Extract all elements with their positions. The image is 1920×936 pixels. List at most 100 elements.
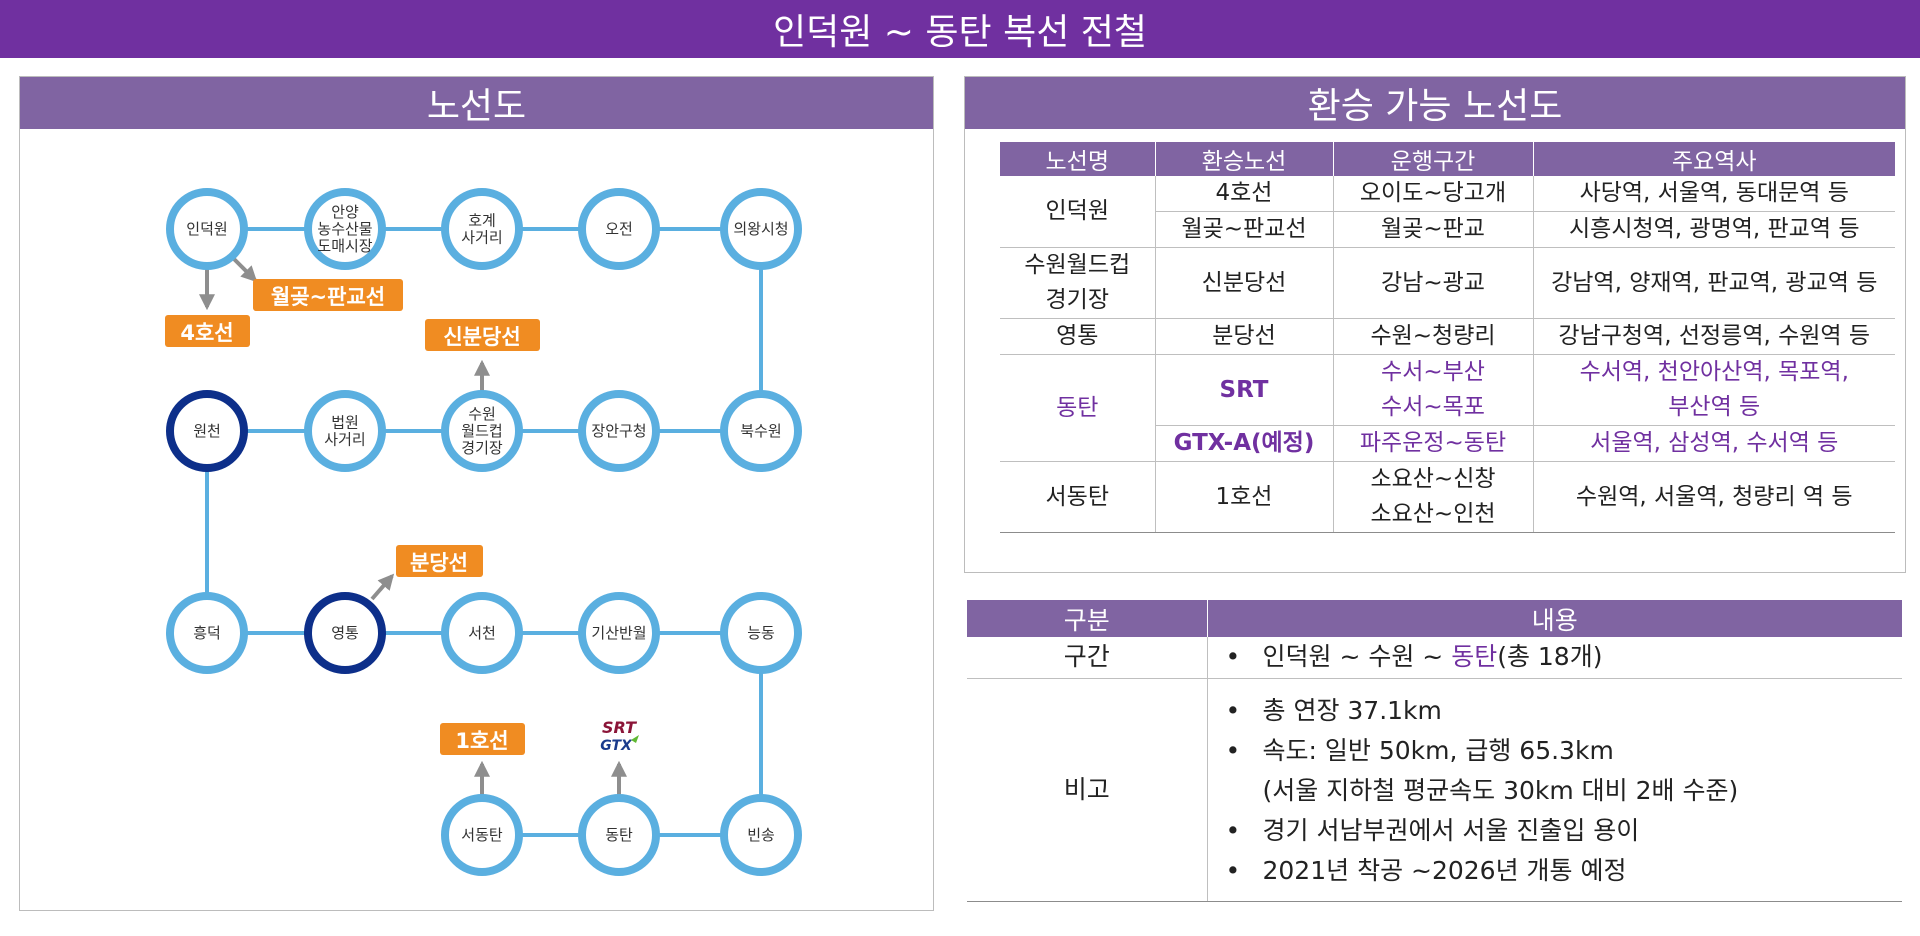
page-title-bar: 인덕원 ~ 동탄 복선 전철: [0, 0, 1920, 58]
station-neungdong: 능동: [720, 592, 802, 674]
info-table-header-row: 구분 내용: [967, 600, 1902, 637]
transfer-section: 수원~청량리: [1333, 318, 1534, 355]
station-label: 의왕시청: [733, 220, 788, 238]
info-content-section: • 인덕원 ~ 수원 ~ 동탄(총 18개): [1207, 637, 1902, 679]
station-circle: [166, 188, 248, 270]
line-name-text: 경기장: [1045, 287, 1109, 313]
transfer-section-text: 강남~광교: [1381, 269, 1485, 296]
transfer-section-text: 수서~부산: [1381, 359, 1485, 385]
transfer-line: GTX-A(예정): [1155, 425, 1334, 462]
bullet-dot: •: [1225, 855, 1241, 885]
transfer-line: 월곶~판교선: [1155, 211, 1334, 248]
station-label: 서동탄: [461, 826, 503, 844]
col-header-content: 내용: [1207, 600, 1902, 637]
remark-text: 속도: 일반 50km, 급행 65.3km: [1262, 735, 1614, 765]
transfer-stations-text: 사당역, 서울역, 동대문역 등: [1579, 180, 1849, 206]
tag-text-line1: 1호선: [455, 729, 508, 753]
station-label: 빈송: [747, 826, 775, 844]
line-name-text: 영통: [1056, 323, 1099, 349]
transfer-arrows: [199, 255, 627, 799]
transfer-section: 파주운정~동탄: [1333, 425, 1534, 462]
station-seodongtan: 서동탄: [441, 794, 523, 876]
transfer-row: 월곶~판교선 월곶~판교 시흥시청역, 광명역, 판교역 등: [1000, 211, 1895, 248]
station-circle: [166, 390, 248, 472]
bullet-line: •경기 서남부권에서 서울 진출입 용이: [1226, 811, 1899, 851]
transfer-line-text: 1호선: [1215, 483, 1273, 510]
tag-text-bundang: 분당선: [410, 551, 468, 575]
station-label: 법원: [331, 414, 359, 432]
station-label: 경기장: [461, 439, 503, 457]
tag-box-bundang: [396, 545, 483, 577]
info-row-remarks: 비고 •총 연장 37.1km•속도: 일반 50km, 급행 65.3km(서…: [967, 678, 1902, 902]
transfer-stations: 수원역, 서울역, 청량리 역 등: [1533, 461, 1895, 533]
transfer-stations-text: 수원역, 서울역, 청량리 역 등: [1575, 483, 1853, 510]
station-label: 안양: [331, 203, 359, 221]
station-label: 서천: [468, 624, 496, 642]
transfer-line-name: 동탄: [1000, 354, 1156, 462]
station-label: 사거리: [461, 229, 502, 247]
station-label: 능동: [747, 624, 775, 642]
station-circle: [441, 390, 523, 472]
transfer-stations-text: 강남역, 양재역, 판교역, 광교역 등: [1551, 269, 1878, 296]
info-label-section: 구간: [967, 637, 1208, 679]
transfer-stations-text: 시흥시청역, 광명역, 판교역 등: [1569, 216, 1860, 242]
transfer-section: 월곶~판교: [1333, 211, 1534, 248]
transfer-section-text: 소요산~인천: [1370, 501, 1496, 527]
tag-box-wolgot: [253, 279, 403, 311]
transfer-line: 분당선: [1155, 318, 1334, 355]
station-label: 사거리: [324, 431, 365, 449]
station-circle: [304, 188, 386, 270]
info-label-remarks: 비고: [967, 678, 1208, 902]
station-label: 수원: [468, 405, 496, 423]
col-header-line-name: 노선명: [1000, 142, 1156, 176]
station-label: 인덕원: [186, 220, 227, 238]
station-circle: [441, 592, 523, 674]
transfer-line: SRT: [1155, 354, 1334, 426]
gtx-logo-text: GTX: [600, 738, 633, 754]
page-title: 인덕원 ~ 동탄 복선 전철: [772, 12, 1148, 53]
station-circle: [578, 592, 660, 674]
station-circle: [720, 390, 802, 472]
line-name-text: 인덕원: [1045, 198, 1109, 224]
station-circle: [578, 390, 660, 472]
transfer-line-name: 영통: [1000, 318, 1156, 355]
station-circle: [578, 188, 660, 270]
transfer-stations-text: 서울역, 삼성역, 수서역 등: [1590, 430, 1839, 456]
station-uiwang: 의왕시청: [720, 188, 802, 270]
remark-text: 경기 서남부권에서 서울 진출입 용이: [1262, 815, 1640, 845]
transfer-tag-sinbundang: 신분당선: [425, 319, 540, 351]
route-map-title: 노선도: [426, 86, 527, 127]
station-label: 북수원: [740, 422, 781, 440]
bullet-dot: •: [1225, 695, 1241, 725]
section-text: 인덕원 ~ 수원 ~ 동탄(총 18개): [1263, 637, 1603, 677]
station-wonchon: 원천: [166, 390, 248, 472]
arrow-bundang: [370, 573, 395, 601]
station-seocheon: 서천: [441, 592, 523, 674]
station-label: 장안구청: [591, 422, 646, 440]
transfer-stations-text: 강남구청역, 선정릉역, 수원역 등: [1558, 323, 1871, 349]
section-text-before: 인덕원 ~ 수원 ~: [1262, 642, 1452, 672]
bullet-line: •2021년 착공 ~2026년 개통 예정: [1226, 851, 1899, 891]
bullet-line: •총 연장 37.1km: [1226, 691, 1899, 731]
bullet-dot: •: [1225, 642, 1241, 672]
transfer-section-text: 수서~목포: [1381, 394, 1485, 420]
transfer-stations-text: 수서역, 천안아산역, 목포역,: [1579, 359, 1849, 385]
station-circle: [304, 592, 386, 674]
station-circle: [720, 794, 802, 876]
station-circle: [304, 390, 386, 472]
transfer-line-name: 인덕원: [1000, 176, 1156, 248]
col-header-category: 구분: [967, 600, 1208, 637]
transfer-line-text: 월곶~판교선: [1181, 216, 1307, 242]
transfer-stations: 강남역, 양재역, 판교역, 광교역 등: [1533, 247, 1895, 319]
